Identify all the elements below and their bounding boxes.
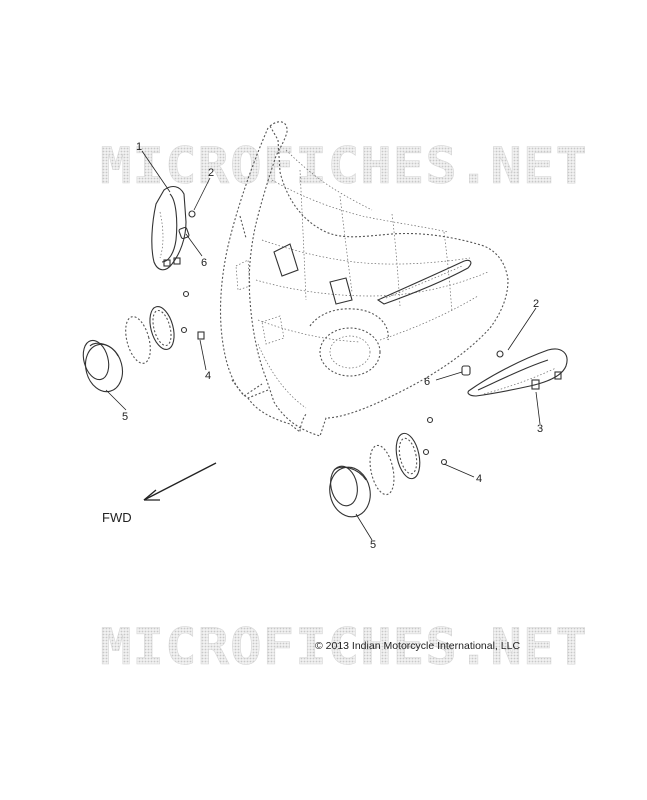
callout-2-left: 2 [208, 167, 214, 179]
callout-6-left: 6 [201, 257, 207, 269]
callout-6-right: 6 [424, 376, 430, 388]
fwd-arrow [143, 462, 217, 501]
callout-5-right: 5 [370, 539, 376, 551]
callout-1: 1 [136, 141, 142, 153]
callout-5-left: 5 [122, 411, 128, 423]
left-headlight-drawing [82, 290, 205, 393]
fwd-label: FWD [102, 510, 132, 525]
copyright-text: © 2013 Indian Motorcycle International, … [315, 640, 520, 652]
leader-lines [105, 150, 541, 541]
callout-4-left: 4 [205, 370, 211, 382]
fairing-drawing [219, 121, 509, 437]
callout-2-right: 2 [533, 298, 539, 310]
watermark-top: MICROFICHES.NET [100, 137, 588, 195]
right-turn-signal-drawing [461, 348, 568, 397]
left-turn-signal-drawing [151, 185, 196, 271]
callout-4-right: 4 [476, 473, 482, 485]
watermark-bottom: MICROFICHES.NET [100, 618, 588, 676]
right-headlight-drawing [329, 416, 448, 518]
callout-3: 3 [537, 423, 543, 435]
